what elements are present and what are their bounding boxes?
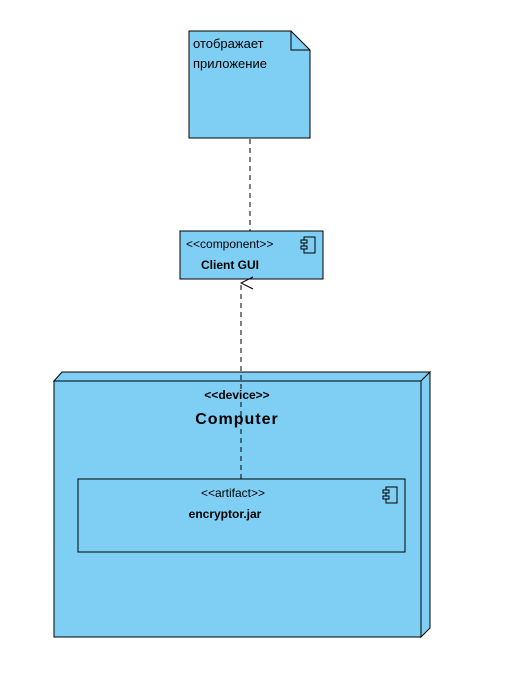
artifact-icon (382, 486, 398, 504)
component-icon (300, 236, 316, 254)
component-client-gui[interactable]: <<component>> Client GUI (179, 230, 324, 280)
artifact-box (77, 478, 406, 553)
device-side-face (420, 370, 431, 639)
note-shape (188, 30, 311, 139)
component-box (179, 230, 324, 280)
note-text-line-2: приложение (193, 56, 267, 71)
note-element[interactable]: отображает приложение (188, 30, 311, 139)
component-stereotype: <<component>> (186, 237, 273, 251)
component-name: Client GUI (201, 258, 259, 272)
note-text-line-1: отображает (193, 36, 264, 51)
device-stereotype: <<device>> (204, 388, 269, 402)
note-folded-corner (290, 31, 310, 51)
artifact-name: encryptor.jar (189, 507, 262, 521)
artifact-encryptor-jar[interactable]: <<artifact>> encryptor.jar (77, 478, 406, 553)
device-top-face (52, 371, 432, 382)
device-name: Computer (195, 411, 279, 428)
artifact-stereotype: <<artifact>> (201, 486, 265, 500)
